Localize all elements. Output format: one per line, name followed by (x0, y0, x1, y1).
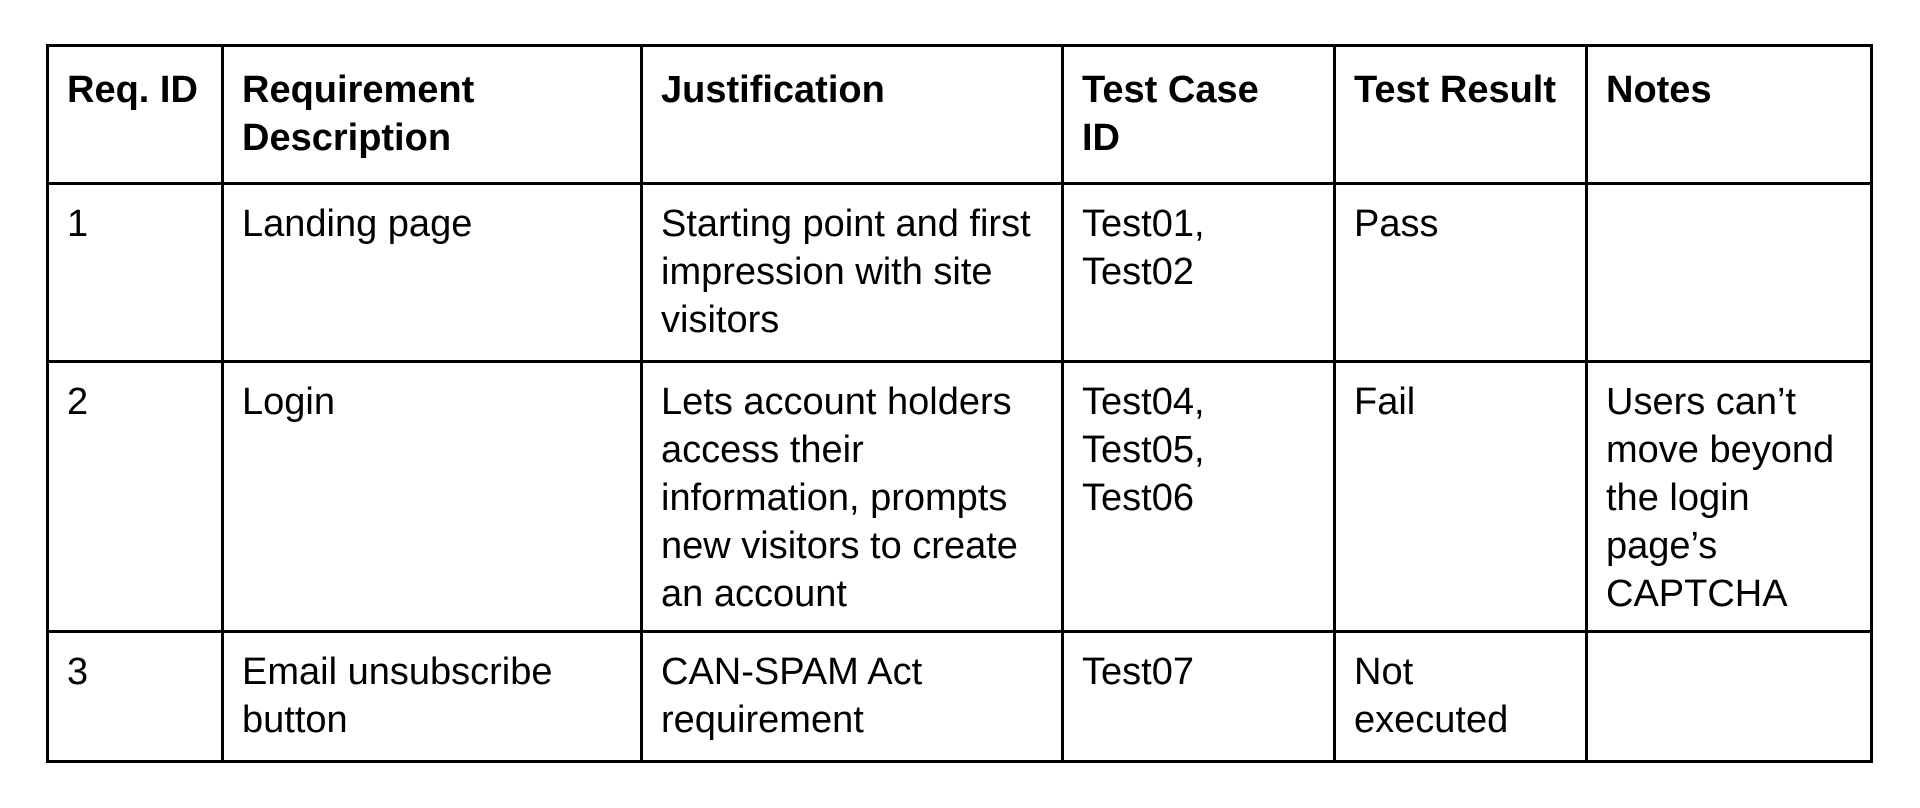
cell-requirement-description: Email unsubscribe button (221, 630, 643, 763)
cell-test-case-id: Test04, Test05, Test06 (1061, 360, 1336, 633)
cell-notes: Users can’t move beyond the login page’s… (1585, 360, 1873, 633)
cell-notes (1585, 630, 1873, 763)
cell-requirement-description: Login (221, 360, 643, 633)
header-cell-notes: Notes (1585, 44, 1873, 185)
cell-notes (1585, 182, 1873, 363)
header-cell-requirement-description: Requirement Description (221, 44, 643, 185)
table-row: 2 Login Lets account holders access thei… (46, 360, 1873, 633)
header-cell-req-id: Req. ID (46, 44, 224, 185)
cell-test-result: Fail (1333, 360, 1588, 633)
header-cell-test-case-id: Test Case ID (1061, 44, 1336, 185)
cell-test-result: Not executed (1333, 630, 1588, 763)
cell-justification: Starting point and first impression with… (640, 182, 1064, 363)
cell-justification: CAN-SPAM Act requirement (640, 630, 1064, 763)
cell-justification: Lets account holders access their inform… (640, 360, 1064, 633)
cell-req-id: 1 (46, 182, 224, 363)
cell-test-case-id: Test01, Test02 (1061, 182, 1336, 363)
table-row: 1 Landing page Starting point and first … (46, 182, 1873, 363)
requirements-traceability-table: Req. ID Requirement Description Justific… (46, 44, 1873, 763)
header-cell-test-result: Test Result (1333, 44, 1588, 185)
cell-requirement-description: Landing page (221, 182, 643, 363)
cell-req-id: 2 (46, 360, 224, 633)
cell-req-id: 3 (46, 630, 224, 763)
table-row: 3 Email unsubscribe button CAN-SPAM Act … (46, 630, 1873, 763)
cell-test-case-id: Test07 (1061, 630, 1336, 763)
cell-test-result: Pass (1333, 182, 1588, 363)
header-cell-justification: Justification (640, 44, 1064, 185)
table-header-row: Req. ID Requirement Description Justific… (46, 44, 1873, 185)
